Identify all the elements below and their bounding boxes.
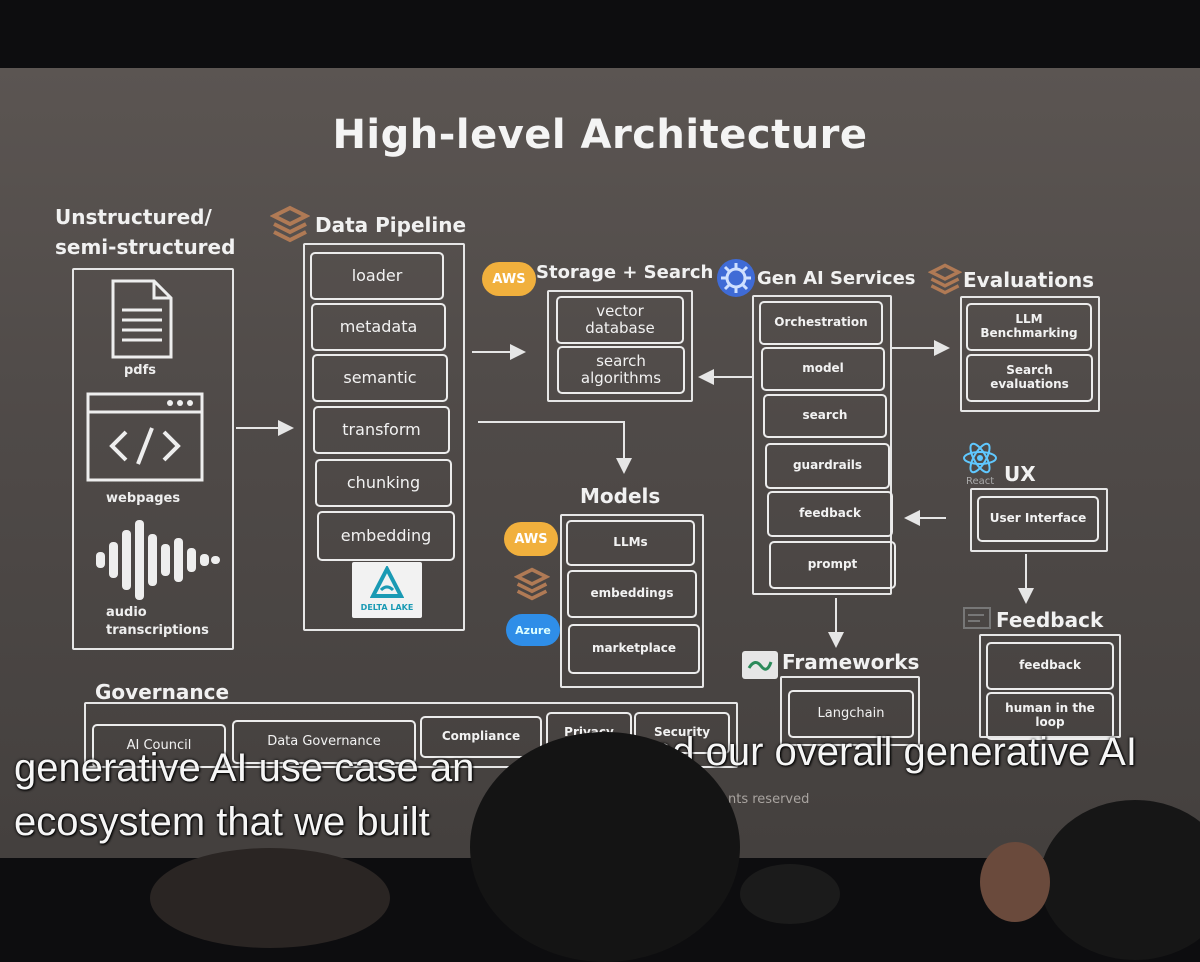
ux-item-user-interface: User Interface	[977, 496, 1099, 542]
genai-item-search: search	[763, 394, 887, 438]
delta-lake-label: DELTA LAKE	[360, 603, 414, 612]
copyright-footer: nts reserved	[728, 792, 810, 807]
gear-badge-icon	[717, 259, 755, 297]
caption-line-1b: nd our overall generative AI	[650, 730, 1137, 774]
feedback-item-human-in-the-loop: human in the loop	[986, 692, 1114, 740]
evaluations-heading: Evaluations	[963, 268, 1095, 292]
feedback-panel	[979, 634, 1121, 738]
genai-panel	[752, 295, 892, 595]
layers-icon	[928, 263, 962, 295]
feedback-heading: Feedback	[996, 608, 1104, 632]
genai-item-model: model	[761, 347, 885, 391]
layers-icon	[270, 205, 310, 243]
governance-panel	[84, 702, 738, 768]
genai-heading: Gen AI Services	[757, 268, 916, 289]
caption-line-1a: generative AI use case an	[14, 746, 475, 790]
frameworks-panel	[780, 676, 920, 746]
ux-heading: UX	[1004, 462, 1036, 486]
react-label: React	[966, 476, 995, 487]
models-heading: Models	[580, 484, 661, 508]
models-panel	[560, 514, 704, 688]
evaluations-panel	[960, 296, 1100, 412]
source-label-webpages: webpages	[106, 491, 181, 506]
arrow-pipeline-to-models	[478, 421, 632, 474]
pipeline-step-embedding: embedding	[317, 511, 455, 561]
evaluations-item-search-evaluations: Search evaluations	[966, 354, 1093, 402]
audience-head	[740, 864, 840, 924]
delta-lake-icon	[370, 566, 404, 598]
governance-item-data-governance: Data Governance	[232, 720, 416, 764]
governance-item-compliance: Compliance	[420, 716, 542, 758]
storage-item-vector-database: vector database	[556, 296, 684, 344]
audience-head	[150, 848, 390, 948]
aws-cloud-badge: AWS	[504, 522, 558, 556]
storage-heading: Storage + Search	[536, 262, 714, 283]
pipeline-step-semantic: semantic	[312, 354, 448, 402]
evaluations-item-llm-benchmarking: LLM Benchmarking	[966, 303, 1092, 351]
feedback-item-feedback: feedback	[986, 642, 1114, 690]
models-item-embeddings: embeddings	[567, 570, 697, 618]
pipeline-step-transform: transform	[313, 406, 450, 454]
code-window-icon	[86, 392, 204, 482]
storage-item-search-algorithms: search algorithms	[557, 346, 685, 394]
models-item-marketplace: marketplace	[568, 624, 700, 674]
frameworks-heading: Frameworks	[782, 650, 920, 674]
governance-heading: Governance	[95, 680, 230, 704]
genai-item-orchestration: Orchestration	[759, 301, 883, 345]
governance-item-ai-council: AI Council	[92, 724, 226, 768]
sources-heading: Unstructured/ semi-structured	[55, 205, 236, 259]
frameworks-logo-icon	[742, 651, 778, 679]
genai-item-prompt: prompt	[769, 541, 896, 589]
audience-hand	[980, 842, 1050, 922]
slide-title: High-level Architecture	[332, 112, 868, 158]
source-label-audio: audio transcriptions	[106, 605, 209, 638]
pipeline-heading: Data Pipeline	[315, 213, 467, 237]
caption-line-2: ecosystem that we built	[14, 800, 430, 844]
react-atom-icon	[963, 442, 997, 474]
delta-lake-logo: DELTA LAKE	[352, 562, 422, 618]
pipeline-step-metadata: metadata	[311, 303, 446, 351]
genai-item-feedback: feedback	[767, 491, 893, 537]
ux-panel	[970, 488, 1108, 552]
document-icon	[111, 279, 173, 359]
pipeline-panel	[303, 243, 465, 631]
storage-panel	[547, 290, 693, 402]
pipeline-step-loader: loader	[310, 252, 444, 300]
pipeline-step-chunking: chunking	[315, 459, 452, 507]
source-label-pdfs: pdfs	[124, 363, 157, 378]
models-item-llms: LLMs	[566, 520, 695, 566]
frameworks-item-langchain: Langchain	[788, 690, 914, 738]
genai-item-guardrails: guardrails	[765, 443, 890, 489]
audience-head	[470, 732, 740, 962]
audio-waveform-icon	[96, 520, 220, 600]
aws-cloud-badge: AWS	[482, 262, 536, 296]
sources-panel	[72, 268, 234, 650]
projection-screen	[0, 68, 1200, 858]
flow-arrows	[236, 340, 1034, 648]
layers-icon	[514, 567, 550, 601]
feedback-icon	[963, 607, 991, 629]
azure-cloud-badge: Azure	[506, 614, 560, 646]
